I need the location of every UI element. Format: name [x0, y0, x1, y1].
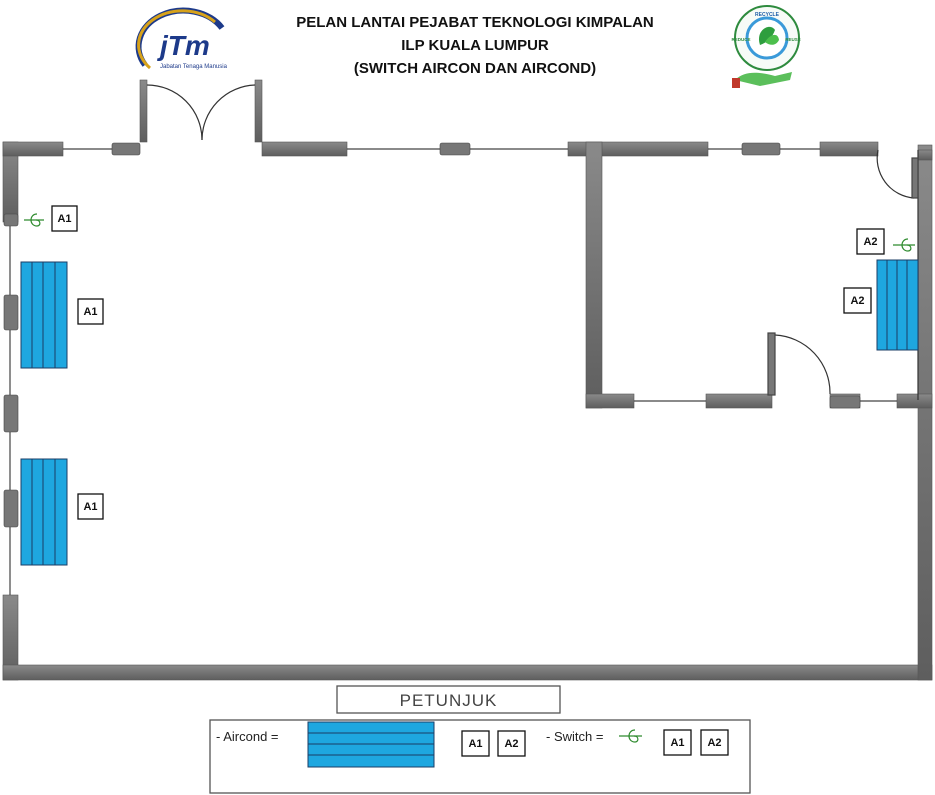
svg-text:A1: A1: [57, 213, 71, 225]
legend-aircond-symbol: [307, 721, 435, 768]
jtm-logo-subtitle: Jabatan Tenaga Manusia: [160, 64, 228, 70]
aircond-unit-a2: [876, 259, 919, 351]
legend-aircond-label: - Aircond =: [216, 729, 279, 744]
recycle-ring-text: RECYCLE: [755, 12, 780, 18]
aircond-unit-a1-upper: [20, 261, 68, 369]
reuse-ring-text: REUSE: [785, 37, 801, 42]
label-a1-aircond-lower: A1: [77, 493, 104, 520]
label-a1-aircond-upper: A1: [77, 298, 104, 325]
legend-label-a1-switch: A1: [663, 729, 692, 756]
label-a1-switch: A1: [51, 205, 78, 232]
svg-text:A2: A2: [850, 295, 864, 307]
svg-text:A2: A2: [707, 737, 721, 749]
label-a2-switch: A2: [856, 228, 885, 255]
switch-icon: [24, 213, 44, 227]
legend-label-a1-aircond: A1: [461, 730, 490, 757]
recycle-logo: RECYCLE REUSE REDUCE: [731, 5, 801, 88]
walls: [2, 79, 933, 681]
jtm-logo: jTm Jabatan Tenaga Manusia: [135, 7, 228, 70]
svg-text:A1: A1: [83, 306, 97, 318]
doors: [146, 84, 919, 396]
legend-label-a2-switch: A2: [700, 729, 729, 756]
title-line-1: PELAN LANTAI PEJABAT TEKNOLOGI KIMPALAN: [296, 14, 654, 31]
svg-text:A1: A1: [83, 501, 97, 513]
aircond-unit-a1-lower: [20, 458, 68, 566]
legend-label-a2-aircond: A2: [497, 730, 526, 757]
switch-icon: [893, 238, 915, 252]
svg-text:A1: A1: [468, 738, 482, 750]
title-line-2: ILP KUALA LUMPUR: [401, 37, 549, 54]
title-line-3: (SWITCH AIRCON DAN AIRCOND): [354, 60, 596, 77]
switch-icon: [619, 729, 642, 743]
svg-text:A1: A1: [670, 737, 684, 749]
legend-switch-label: - Switch =: [546, 729, 603, 744]
label-a2-aircond: A2: [843, 287, 872, 314]
svg-text:A2: A2: [863, 236, 877, 248]
svg-text:PETUNJUK: PETUNJUK: [400, 691, 498, 710]
legend-box: - Aircond = A1 A2 - Switch = A1 A2: [209, 719, 751, 794]
window-frames: [3, 142, 861, 528]
window-lines: [9, 148, 919, 595]
legend-heading: PETUNJUK: [336, 685, 561, 714]
jtm-logo-text: jTm: [156, 30, 210, 61]
reduce-ring-text: REDUCE: [731, 37, 750, 42]
svg-text:A2: A2: [504, 738, 518, 750]
